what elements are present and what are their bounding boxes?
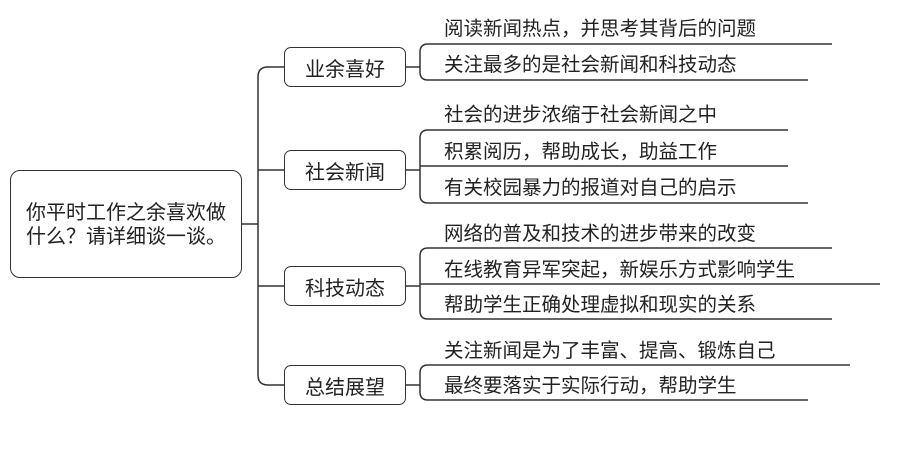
leaf-underline — [419, 247, 832, 257]
branch-connector — [257, 66, 284, 78]
leaf-item: 在线教育异军突起，新娱乐方式影响学生 — [444, 258, 796, 281]
topic-label: 业余喜好 — [305, 56, 385, 81]
leaf-underline — [419, 71, 808, 81]
topic-label: 总结展望 — [305, 374, 385, 399]
leaf-underline — [419, 194, 808, 204]
topic-label: 社会新闻 — [305, 159, 385, 184]
leaf-item: 有关校园暴力的报道对自己的启示 — [444, 176, 737, 199]
topic-label: 科技动态 — [305, 275, 385, 300]
branch-connector — [257, 374, 284, 386]
leaf-item: 最终要落实于实际行动，帮助学生 — [444, 374, 737, 397]
leaf-item: 网络的普及和技术的进步带来的改变 — [444, 222, 757, 245]
topic-tech: 科技动态 — [284, 266, 406, 306]
leaf-item: 关注新闻是为了丰富、提高、锻炼自己 — [444, 339, 776, 362]
topic-hobby: 业余喜好 — [284, 47, 406, 87]
leaf-item: 关注最多的是社会新闻和科技动态 — [444, 53, 737, 76]
root-question-text: 你平时工作之余喜欢做什么？请详细谈一谈。 — [26, 200, 226, 248]
leaf-underline — [419, 310, 832, 320]
leaf-item: 帮助学生正确处理虚拟和现实的关系 — [444, 293, 757, 316]
leaf-item: 阅读新闻热点，并思考其背后的问题 — [444, 17, 757, 40]
leaf-item: 社会的进步浓缩于社会新闻之中 — [444, 103, 718, 126]
leaf-item: 积累阅历，帮助成长，助益工作 — [444, 140, 718, 163]
leaf-underline — [419, 43, 832, 53]
root-question-box: 你平时工作之余喜欢做什么？请详细谈一谈。 — [10, 170, 242, 278]
topic-social-news: 社会新闻 — [284, 150, 406, 190]
leaf-underline — [419, 391, 808, 401]
topic-summary: 总结展望 — [284, 365, 406, 405]
leaf-underline — [419, 364, 850, 374]
leaf-underline — [419, 129, 788, 139]
